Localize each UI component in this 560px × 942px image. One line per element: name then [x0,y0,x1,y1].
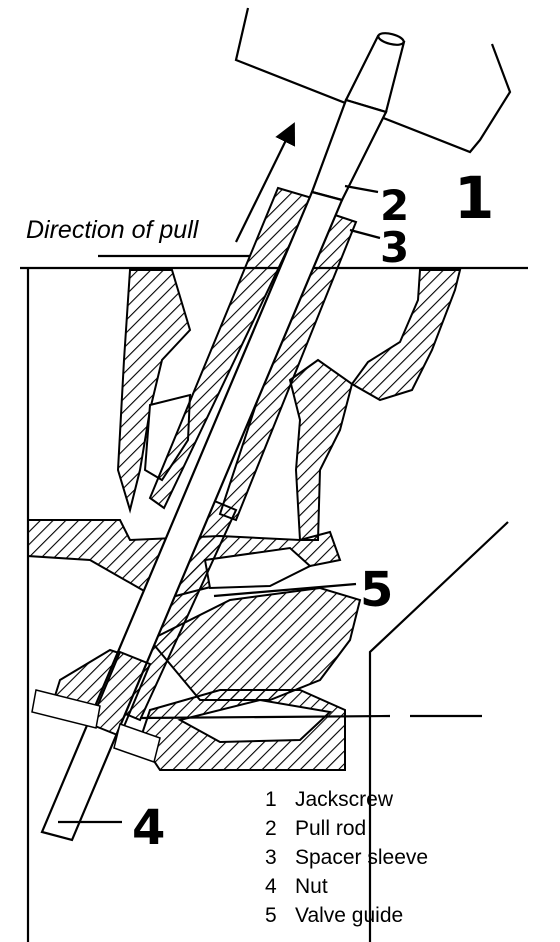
legend-number: 2 [265,817,277,840]
thread-detail [31,689,161,763]
legend-text: Jackscrew [295,788,394,811]
legend-item: 3 Spacer sleeve [265,846,428,869]
callout-3: 3 [380,223,409,272]
legend-item: 1 Jackscrew [265,788,394,811]
legend-text: Pull rod [295,817,366,840]
legend-number: 4 [265,875,277,898]
callout-2: 2 [380,181,409,230]
legend-text: Spacer sleeve [295,846,428,869]
legend-text: Nut [295,875,328,898]
jackscrew-frame [234,7,512,154]
cylinder-head-sections [27,269,462,771]
legend-text: Valve guide [295,904,403,927]
leader-lines [58,184,482,824]
callout-5: 5 [360,562,393,618]
legend-number: 1 [265,788,277,811]
spacer-sleeve [148,186,358,522]
legend: 1 Jackscrew 2 Pull rod 3 Spacer sleeve 4… [265,788,428,927]
legend-number: 3 [265,846,277,869]
legend-item: 2 Pull rod [265,817,366,840]
direction-of-pull-label: Direction of pull [26,216,200,244]
legend-number: 5 [265,904,277,927]
port-cavities [143,393,333,744]
pull-direction-arrow [98,122,296,258]
legend-item: 4 Nut [265,875,328,898]
callout-4: 4 [132,800,165,856]
legend-item: 5 Valve guide [265,904,403,927]
callout-1: 1 [454,164,494,232]
